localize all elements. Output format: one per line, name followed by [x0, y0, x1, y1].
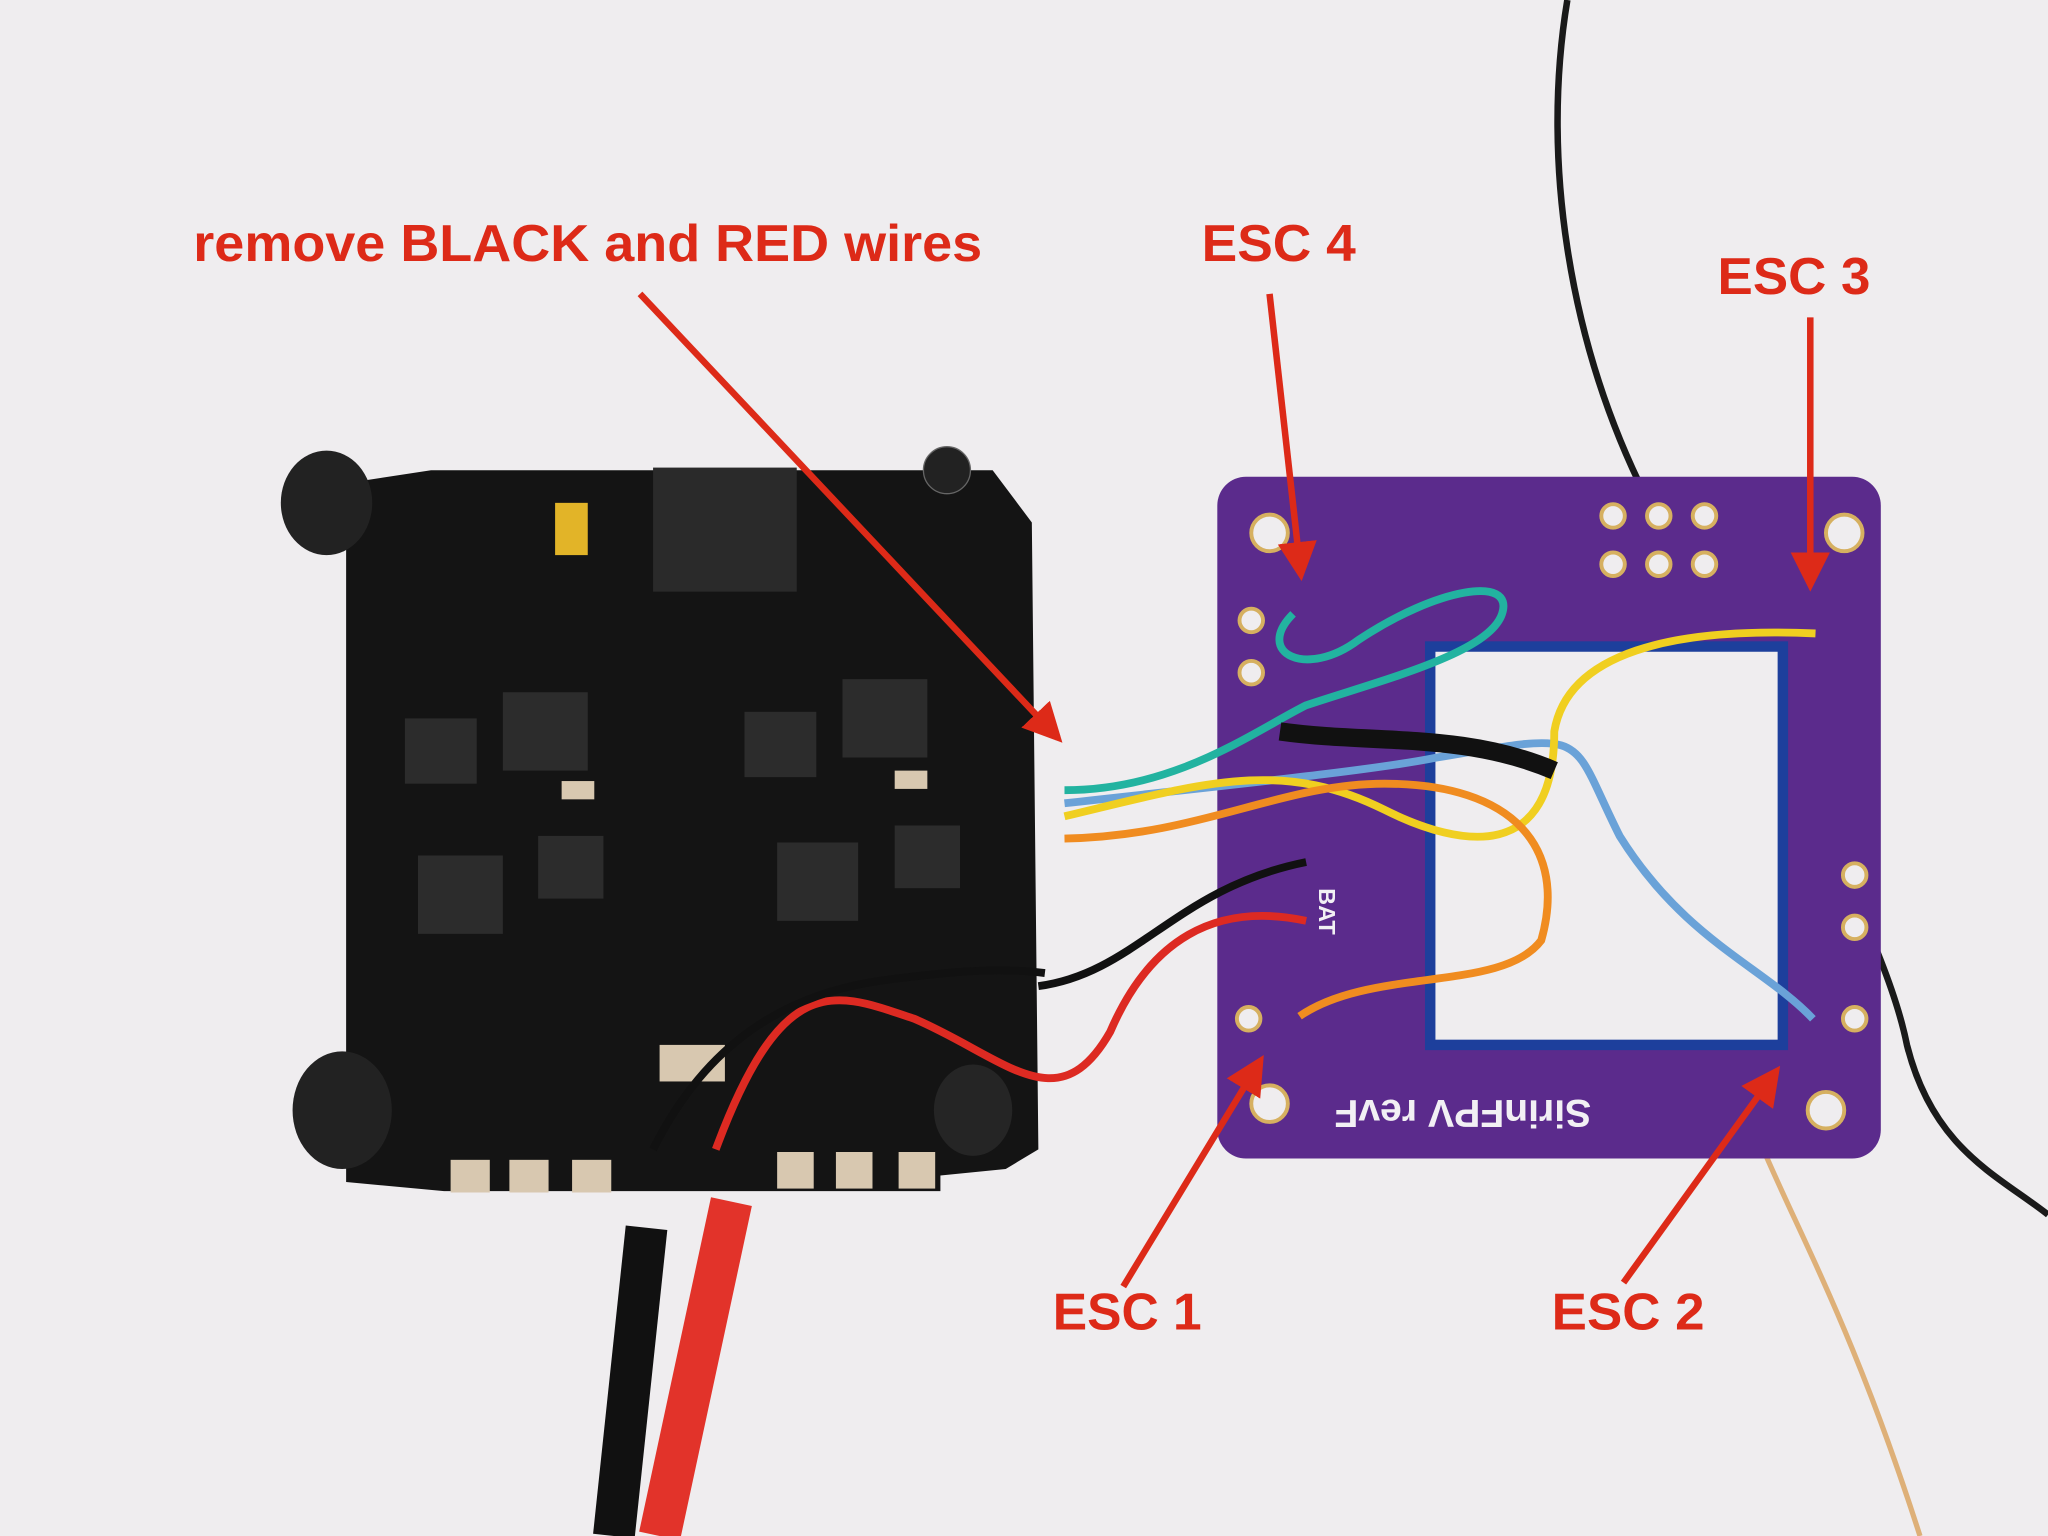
remove-wires-arrow [637, 291, 1063, 743]
battery-lead-red [639, 1197, 752, 1536]
esc1-arrow [1120, 1054, 1264, 1289]
esc2-arrow [1620, 1065, 1781, 1285]
esc3-label: ESC 3 [1718, 248, 1871, 306]
esc1-label: ESC 1 [1053, 1284, 1202, 1342]
esc2-label: ESC 2 [1552, 1284, 1705, 1342]
board-name-silkscreen: SirinFPV revF [1334, 1091, 1591, 1134]
esc4-arrow [1266, 293, 1317, 582]
annotation-remove-wires: remove BLACK and RED wires [193, 215, 1063, 743]
annotation-esc3: ESC 3 [1718, 248, 1871, 592]
battery-lead-black [593, 1225, 668, 1536]
annotation-esc1: ESC 1 [1053, 1054, 1264, 1342]
esc4-label: ESC 4 [1202, 215, 1356, 273]
annotation-esc4: ESC 4 [1202, 215, 1356, 582]
signal-wires [649, 587, 1816, 1152]
flight-controller-board: SirinFPV revF BAT [1217, 476, 1881, 1159]
remove-wires-label: remove BLACK and RED wires [193, 215, 982, 273]
esc-board [280, 446, 1039, 1193]
annotation-esc2: ESC 2 [1552, 1065, 1781, 1342]
bat-silkscreen: BAT [1314, 888, 1340, 935]
antenna-coax [1760, 1148, 1923, 1536]
